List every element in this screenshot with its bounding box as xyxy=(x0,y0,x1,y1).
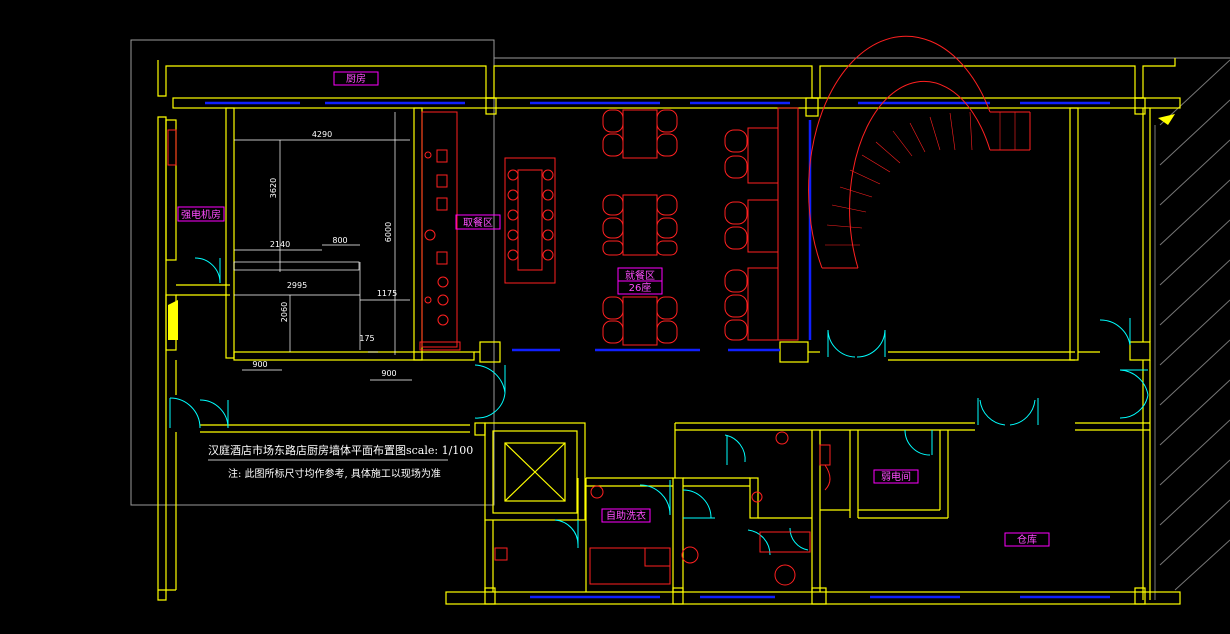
windows xyxy=(205,101,1110,599)
dim-800: 800 xyxy=(332,236,347,245)
laundry-label: 自助洗衣 xyxy=(606,509,646,522)
room-labels: 厨房 强电机房 取餐区 就餐区 26座 自助洗衣 弱电间 仓库 xyxy=(177,71,1050,547)
panel-marks xyxy=(167,114,1175,340)
electrical-room-label: 强电机房 xyxy=(181,208,221,221)
dining-area-label: 就餐区 xyxy=(625,269,655,282)
walls xyxy=(157,58,1181,605)
dim-2140: 2140 xyxy=(270,240,290,249)
dim-900-left: 900 xyxy=(252,360,267,369)
room-label-weak-current: 弱电间 xyxy=(873,469,919,484)
weak-current-room-label: 弱电间 xyxy=(881,470,911,483)
dim-4290: 4290 xyxy=(312,130,332,139)
room-label-electrical: 强电机房 xyxy=(177,206,225,222)
room-label-dining: 就餐区 26座 xyxy=(617,267,663,295)
dim-175: 175 xyxy=(359,334,374,343)
furniture xyxy=(419,35,1031,586)
hatched-area xyxy=(1154,59,1230,600)
dim-1175: 1175 xyxy=(377,289,397,298)
dim-900-right: 900 xyxy=(381,369,396,378)
room-label-pickup: 取餐区 xyxy=(455,214,501,230)
drawing-title: 汉庭酒店市场东路店厨房墙体平面布置图scale: 1/100 xyxy=(208,443,473,457)
room-label-laundry: 自助洗衣 xyxy=(601,508,651,523)
pickup-area-label: 取餐区 xyxy=(463,216,493,229)
drawing-note: 注: 此图所标尺寸均作参考, 具体施工以现场为准 xyxy=(228,467,441,480)
room-label-storage: 仓库 xyxy=(1004,532,1050,547)
dim-2995: 2995 xyxy=(287,281,307,290)
dim-6000: 6000 xyxy=(384,222,393,242)
title-block: 汉庭酒店市场东路店厨房墙体平面布置图scale: 1/100 注: 此图所标尺寸… xyxy=(208,443,473,480)
kitchen-label: 厨房 xyxy=(346,72,366,85)
dim-2060: 2060 xyxy=(280,302,289,322)
doors xyxy=(169,257,1149,556)
dim-3620: 3620 xyxy=(269,178,278,198)
room-label-kitchen: 厨房 xyxy=(333,71,379,86)
storage-label: 仓库 xyxy=(1017,533,1037,546)
dimension-lines xyxy=(233,112,412,381)
seat-count-label: 26座 xyxy=(629,281,652,294)
dimension-texts: 4290 3620 6000 2140 800 2995 1175 2060 1… xyxy=(252,130,397,378)
grey-outline xyxy=(130,39,1230,506)
